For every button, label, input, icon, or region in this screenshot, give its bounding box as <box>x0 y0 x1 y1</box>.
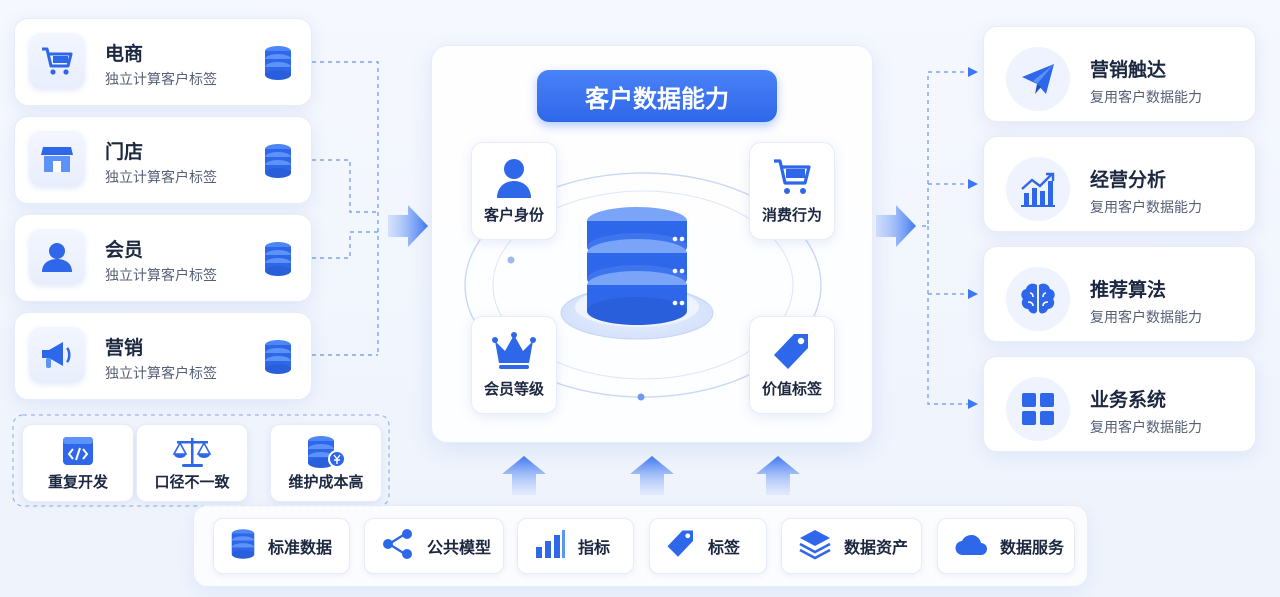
store-icon <box>29 131 85 187</box>
up-arrow <box>756 456 800 495</box>
output-card-marketing-reach[interactable]: 营销触达 复用客户数据能力 <box>983 26 1256 122</box>
database-icon <box>263 241 293 281</box>
left-flow-arrow <box>388 205 428 247</box>
database-cost-icon <box>271 435 381 469</box>
foundation-item-tags[interactable]: 标签 <box>649 518 767 574</box>
user-icon <box>29 229 85 285</box>
center-item-customer-identity[interactable]: 客户身份 <box>471 142 557 240</box>
foundation-item-label: 公共模型 <box>427 538 492 557</box>
output-title: 经营分析 <box>1090 169 1167 191</box>
arrowhead <box>968 179 978 189</box>
tag-icon <box>666 528 696 564</box>
crown-icon <box>472 331 556 371</box>
source-card-marketing[interactable]: 营销 独立计算客户标签 <box>14 312 312 400</box>
problem-card-inconsistent: 口径不一致 <box>136 424 248 502</box>
foundation-item-label: 指标 <box>578 538 611 557</box>
output-subtitle: 复用客户数据能力 <box>1090 420 1202 436</box>
center-item-label: 价值标签 <box>761 380 822 398</box>
source-title: 营销 <box>105 337 144 359</box>
database-icon <box>263 339 293 379</box>
output-card-business-system[interactable]: 业务系统 复用客户数据能力 <box>983 356 1256 452</box>
cloud-icon <box>954 531 988 561</box>
source-subtitle: 独立计算客户标签 <box>105 366 217 382</box>
up-arrow <box>502 456 546 495</box>
source-card-ecommerce[interactable]: 电商 独立计算客户标签 <box>14 18 312 106</box>
database-icon <box>263 45 293 85</box>
problem-label: 口径不一致 <box>154 473 230 491</box>
left-connectors <box>312 61 379 356</box>
connector-line <box>927 226 968 405</box>
center-item-label: 会员等级 <box>483 380 544 398</box>
foundation-item-label: 标准数据 <box>268 538 333 557</box>
output-card-business-analysis[interactable]: 经营分析 复用客户数据能力 <box>983 136 1256 232</box>
share-nodes-icon <box>381 528 415 564</box>
center-item-member-level[interactable]: 会员等级 <box>471 316 557 414</box>
bar-chart-icon <box>1006 157 1070 221</box>
problem-label: 重复开发 <box>47 473 108 491</box>
output-title: 推荐算法 <box>1090 279 1167 301</box>
problem-card-high-cost: 维护成本高 <box>270 424 382 502</box>
output-subtitle: 复用客户数据能力 <box>1090 310 1202 326</box>
paper-plane-icon <box>1006 47 1070 111</box>
brain-icon <box>1006 267 1070 331</box>
up-arrows <box>502 456 800 495</box>
megaphone-icon <box>29 327 85 383</box>
source-subtitle: 独立计算客户标签 <box>105 268 217 284</box>
center-item-consumption-behavior[interactable]: 消费行为 <box>749 142 835 240</box>
foundation-item-data-services[interactable]: 数据服务 <box>937 518 1075 574</box>
center-item-label: 客户身份 <box>483 206 544 224</box>
connector-line <box>312 159 378 213</box>
up-arrow <box>630 456 674 495</box>
right-flow-arrow <box>876 205 916 247</box>
foundation-item-metrics[interactable]: 指标 <box>517 518 634 574</box>
center-item-label: 消费行为 <box>761 206 822 224</box>
layers-icon <box>798 528 832 564</box>
right-arrowheads <box>968 67 978 409</box>
source-card-member[interactable]: 会员 独立计算客户标签 <box>14 214 312 302</box>
center-orbit-graphic <box>464 172 822 401</box>
source-card-store[interactable]: 门店 独立计算客户标签 <box>14 116 312 204</box>
grid-icon <box>1006 377 1070 441</box>
output-subtitle: 复用客户数据能力 <box>1090 200 1202 216</box>
database-icon <box>263 143 293 183</box>
foundation-item-label: 数据服务 <box>1000 538 1065 557</box>
cart-icon <box>29 33 85 89</box>
output-card-recommendation-algorithm[interactable]: 推荐算法 复用客户数据能力 <box>983 246 1256 342</box>
source-title: 会员 <box>105 239 144 261</box>
problem-card-duplicate-dev: 重复开发 <box>22 424 134 502</box>
foundation-item-common-model[interactable]: 公共模型 <box>364 518 504 574</box>
right-connectors <box>922 71 968 405</box>
user-icon <box>472 157 556 199</box>
database-icon <box>587 207 687 325</box>
center-item-value-tag[interactable]: 价值标签 <box>749 316 835 414</box>
connector-line <box>922 71 968 227</box>
balance-scale-icon <box>137 435 247 469</box>
output-subtitle: 复用客户数据能力 <box>1090 90 1202 106</box>
cart-icon <box>750 157 834 197</box>
source-title: 门店 <box>105 141 144 163</box>
output-title: 业务系统 <box>1090 389 1167 411</box>
code-window-icon <box>23 435 133 467</box>
connector-line <box>312 61 379 355</box>
foundation-item-data-assets[interactable]: 数据资产 <box>781 518 922 574</box>
bar-chart-icon <box>534 529 566 563</box>
arrowhead <box>968 399 978 409</box>
source-subtitle: 独立计算客户标签 <box>105 72 217 88</box>
arrowhead <box>968 67 978 77</box>
center-title: 客户数据能力 <box>537 70 777 122</box>
foundation-item-standard-data[interactable]: 标准数据 <box>213 518 350 574</box>
database-icon <box>230 528 256 564</box>
source-subtitle: 独立计算客户标签 <box>105 170 217 186</box>
problems-dashed-box <box>12 414 390 507</box>
tag-icon <box>750 331 834 373</box>
problem-label: 维护成本高 <box>288 473 364 491</box>
foundation-item-label: 数据资产 <box>844 538 909 557</box>
foundation-item-label: 标签 <box>708 538 741 557</box>
arrowhead <box>968 289 978 299</box>
source-title: 电商 <box>105 43 144 65</box>
connector-line <box>312 231 378 259</box>
output-title: 营销触达 <box>1090 59 1167 81</box>
